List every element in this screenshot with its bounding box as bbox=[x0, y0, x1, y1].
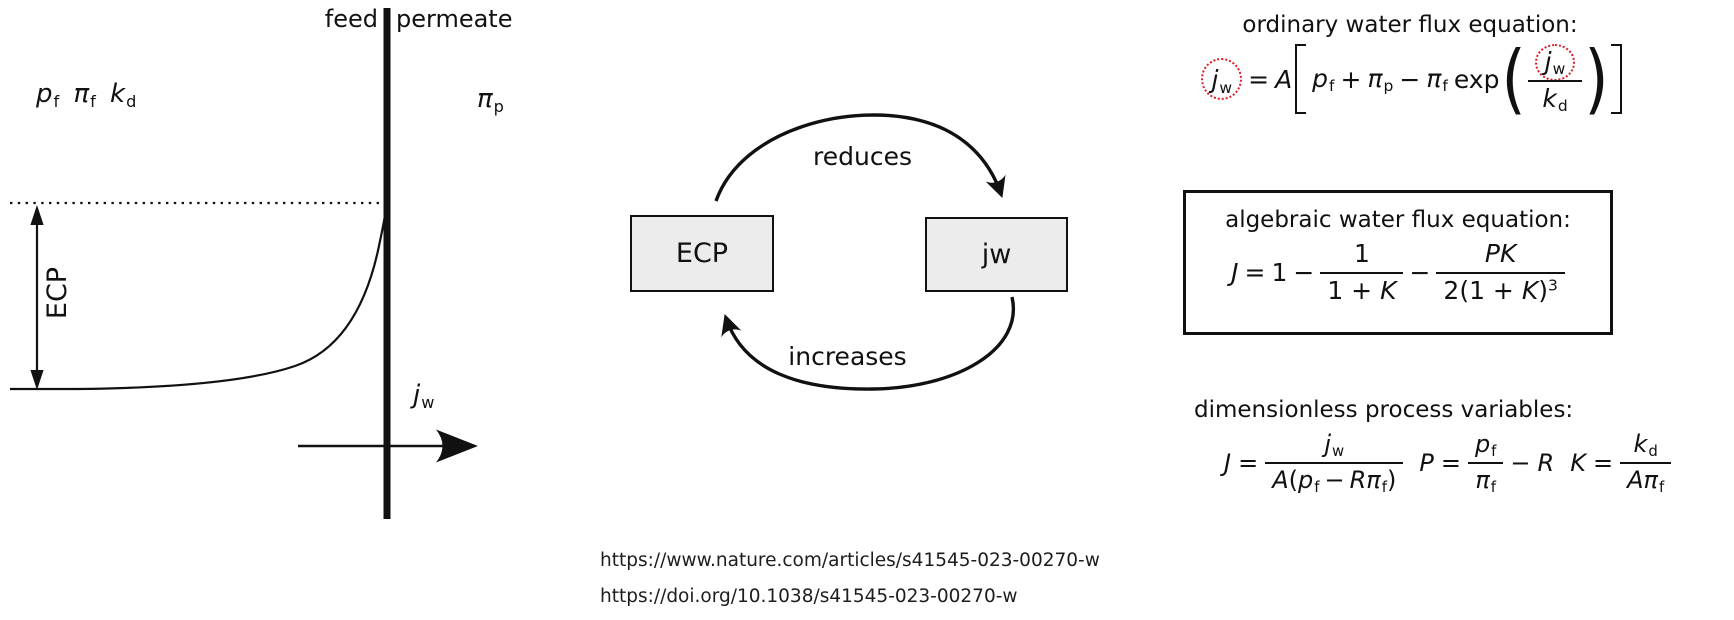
increases-label: increases bbox=[788, 342, 907, 371]
one-over-1plusK-fraction: 1 1 + K bbox=[1320, 239, 1404, 307]
mass-transfer-symbol: kd bbox=[110, 79, 137, 111]
highlight-circle-jw-lhs: jw bbox=[1201, 58, 1243, 101]
jw-node-label: jw bbox=[981, 239, 1012, 270]
right-bracket bbox=[1610, 43, 1622, 115]
reduces-label: reduces bbox=[813, 142, 912, 171]
PK-fraction: PK 2(1 + K)3 bbox=[1436, 239, 1565, 307]
algebraic-equation: J = 1 − 1 1 + K − PK 2(1 + K)3 bbox=[1228, 239, 1568, 307]
J-symbol: J bbox=[1231, 258, 1239, 288]
feed-parameters-label: pf πf kd bbox=[36, 80, 136, 110]
nature-article-link[interactable]: https://www.nature.com/articles/s41545-0… bbox=[600, 550, 1100, 571]
close-paren: ) bbox=[1584, 34, 1609, 124]
dimensionless-definitions: J = jw A(pf−Rπf) P = pf πf − R K = bbox=[1224, 430, 1694, 496]
doi-link[interactable]: https://doi.org/10.1038/s41545-023-00270… bbox=[600, 586, 1018, 607]
water-flux-symbol: jw bbox=[413, 380, 435, 412]
one-term: 1 bbox=[1271, 258, 1288, 288]
concentration-profile-curve bbox=[10, 204, 388, 391]
ordinary-equation: jw = A pf + πp − πf exp ( jw kd ) bbox=[1180, 34, 1640, 124]
equals-sign: = bbox=[1244, 258, 1266, 288]
permeate-osmotic-symbol: πp bbox=[477, 84, 504, 116]
highlight-circle-jw-numerator: jw bbox=[1534, 43, 1576, 81]
algebraic-equation-title: algebraic water flux equation: bbox=[1225, 207, 1571, 233]
feed-pressure-symbol: pf bbox=[36, 79, 60, 111]
ordinary-equation-block: ordinary water flux equation: jw = A pf … bbox=[1180, 11, 1640, 124]
P-definition: P = pf πf − R bbox=[1419, 429, 1555, 497]
ecp-node-label: ECP bbox=[675, 238, 729, 269]
algebraic-equation-box: algebraic water flux equation: J = 1 − 1… bbox=[1183, 190, 1613, 335]
feed-osmotic-term: πf bbox=[1426, 63, 1448, 96]
jw-lhs-symbol: j bbox=[1211, 65, 1219, 95]
reduces-arc-arrow bbox=[714, 113, 1006, 202]
open-paren: ( bbox=[1501, 34, 1526, 124]
ecp-extent-arrow bbox=[30, 205, 44, 390]
increases-arc-arrow bbox=[721, 296, 1016, 391]
dimensionless-variables-title: dimensionless process variables: bbox=[1194, 397, 1574, 423]
ordinary-equation-title: ordinary water flux equation: bbox=[1242, 12, 1578, 38]
permeate-osmotic-term: πp bbox=[1367, 63, 1394, 96]
ecp-axis-label: ECP bbox=[41, 266, 73, 320]
exp-function: exp bbox=[1453, 64, 1500, 94]
jw-over-kd-fraction: jw kd bbox=[1527, 43, 1583, 116]
minus-sign: − bbox=[1293, 258, 1315, 288]
minus-sign: − bbox=[1399, 64, 1421, 94]
jw-node-box: jw bbox=[925, 217, 1068, 292]
permeability-symbol: A bbox=[1275, 64, 1293, 94]
feed-side-label: feed bbox=[324, 5, 378, 33]
ecp-node-box: ECP bbox=[630, 215, 774, 292]
equals-sign: = bbox=[1248, 64, 1270, 94]
dimensionless-variables-block: dimensionless process variables: J = jw … bbox=[1194, 396, 1694, 496]
water-flux-arrow bbox=[298, 429, 478, 463]
K-definition: K = kd Aπf bbox=[1570, 430, 1672, 496]
plus-sign: + bbox=[1340, 64, 1362, 94]
left-bracket bbox=[1295, 43, 1307, 115]
permeate-side-label: permeate bbox=[396, 5, 513, 33]
feed-pressure-term: pf bbox=[1312, 63, 1335, 96]
minus-sign: − bbox=[1409, 258, 1431, 288]
J-definition: J = jw A(pf−Rπf) bbox=[1224, 430, 1404, 496]
feed-osmotic-symbol: πf bbox=[73, 79, 96, 111]
